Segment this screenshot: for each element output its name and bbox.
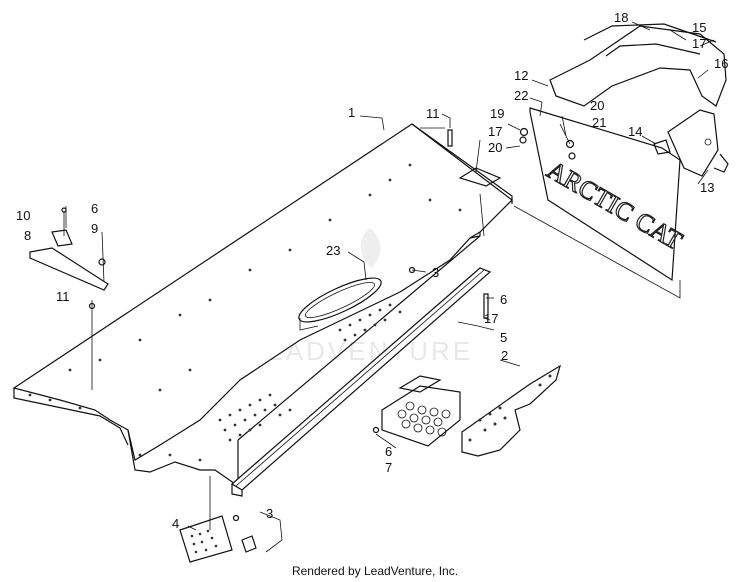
left-bracket-part <box>29 206 109 291</box>
callout-6: 6 <box>500 292 507 307</box>
callout-14: 14 <box>628 124 642 139</box>
callout-10: 10 <box>16 208 30 223</box>
callout-9: 9 <box>91 221 98 236</box>
callout-2: 2 <box>501 348 508 363</box>
callout-6: 6 <box>91 201 98 216</box>
callout-13: 13 <box>700 180 714 195</box>
callout-4: 4 <box>172 516 179 531</box>
callout-17: 17 <box>488 124 502 139</box>
tunnel-part <box>12 123 513 488</box>
footer-credit: Rendered by LeadVenture, Inc. <box>291 564 459 578</box>
callout-3: 3 <box>266 506 273 521</box>
rail-part <box>230 267 492 497</box>
callout-17: 17 <box>484 311 498 326</box>
callout-5: 5 <box>500 330 507 345</box>
callout-19: 19 <box>490 106 504 121</box>
leader-lines <box>63 21 715 553</box>
callout-20: 20 <box>488 140 502 155</box>
rear-plate-part <box>179 515 257 563</box>
callout-22: 22 <box>514 88 528 103</box>
callout-labels: 1 2 3 3 4 5 6 6 6 7 8 9 10 11 11 12 13 1… <box>16 10 728 531</box>
callout-20: 20 <box>590 98 604 113</box>
callout-21: 21 <box>592 115 606 130</box>
callout-12: 12 <box>514 68 528 83</box>
callout-23: 23 <box>326 243 340 258</box>
callout-11: 11 <box>56 289 70 304</box>
callout-16: 16 <box>714 56 728 71</box>
callout-18: 18 <box>614 10 628 25</box>
callout-3: 3 <box>432 265 439 280</box>
callout-6: 6 <box>385 444 392 459</box>
callout-7: 7 <box>385 460 392 475</box>
callout-8: 8 <box>24 228 31 243</box>
rivet-pattern <box>28 163 462 462</box>
callout-11: 11 <box>426 106 440 121</box>
callout-15: 15 <box>692 20 706 35</box>
rear-flap-part: ARCTIC CAT <box>529 107 688 282</box>
running-board-bracket-part <box>461 364 561 457</box>
foot-rest-part <box>381 375 461 447</box>
rear-bumper-part <box>549 23 729 177</box>
callout-17: 17 <box>692 36 706 51</box>
callout-1: 1 <box>348 105 355 120</box>
